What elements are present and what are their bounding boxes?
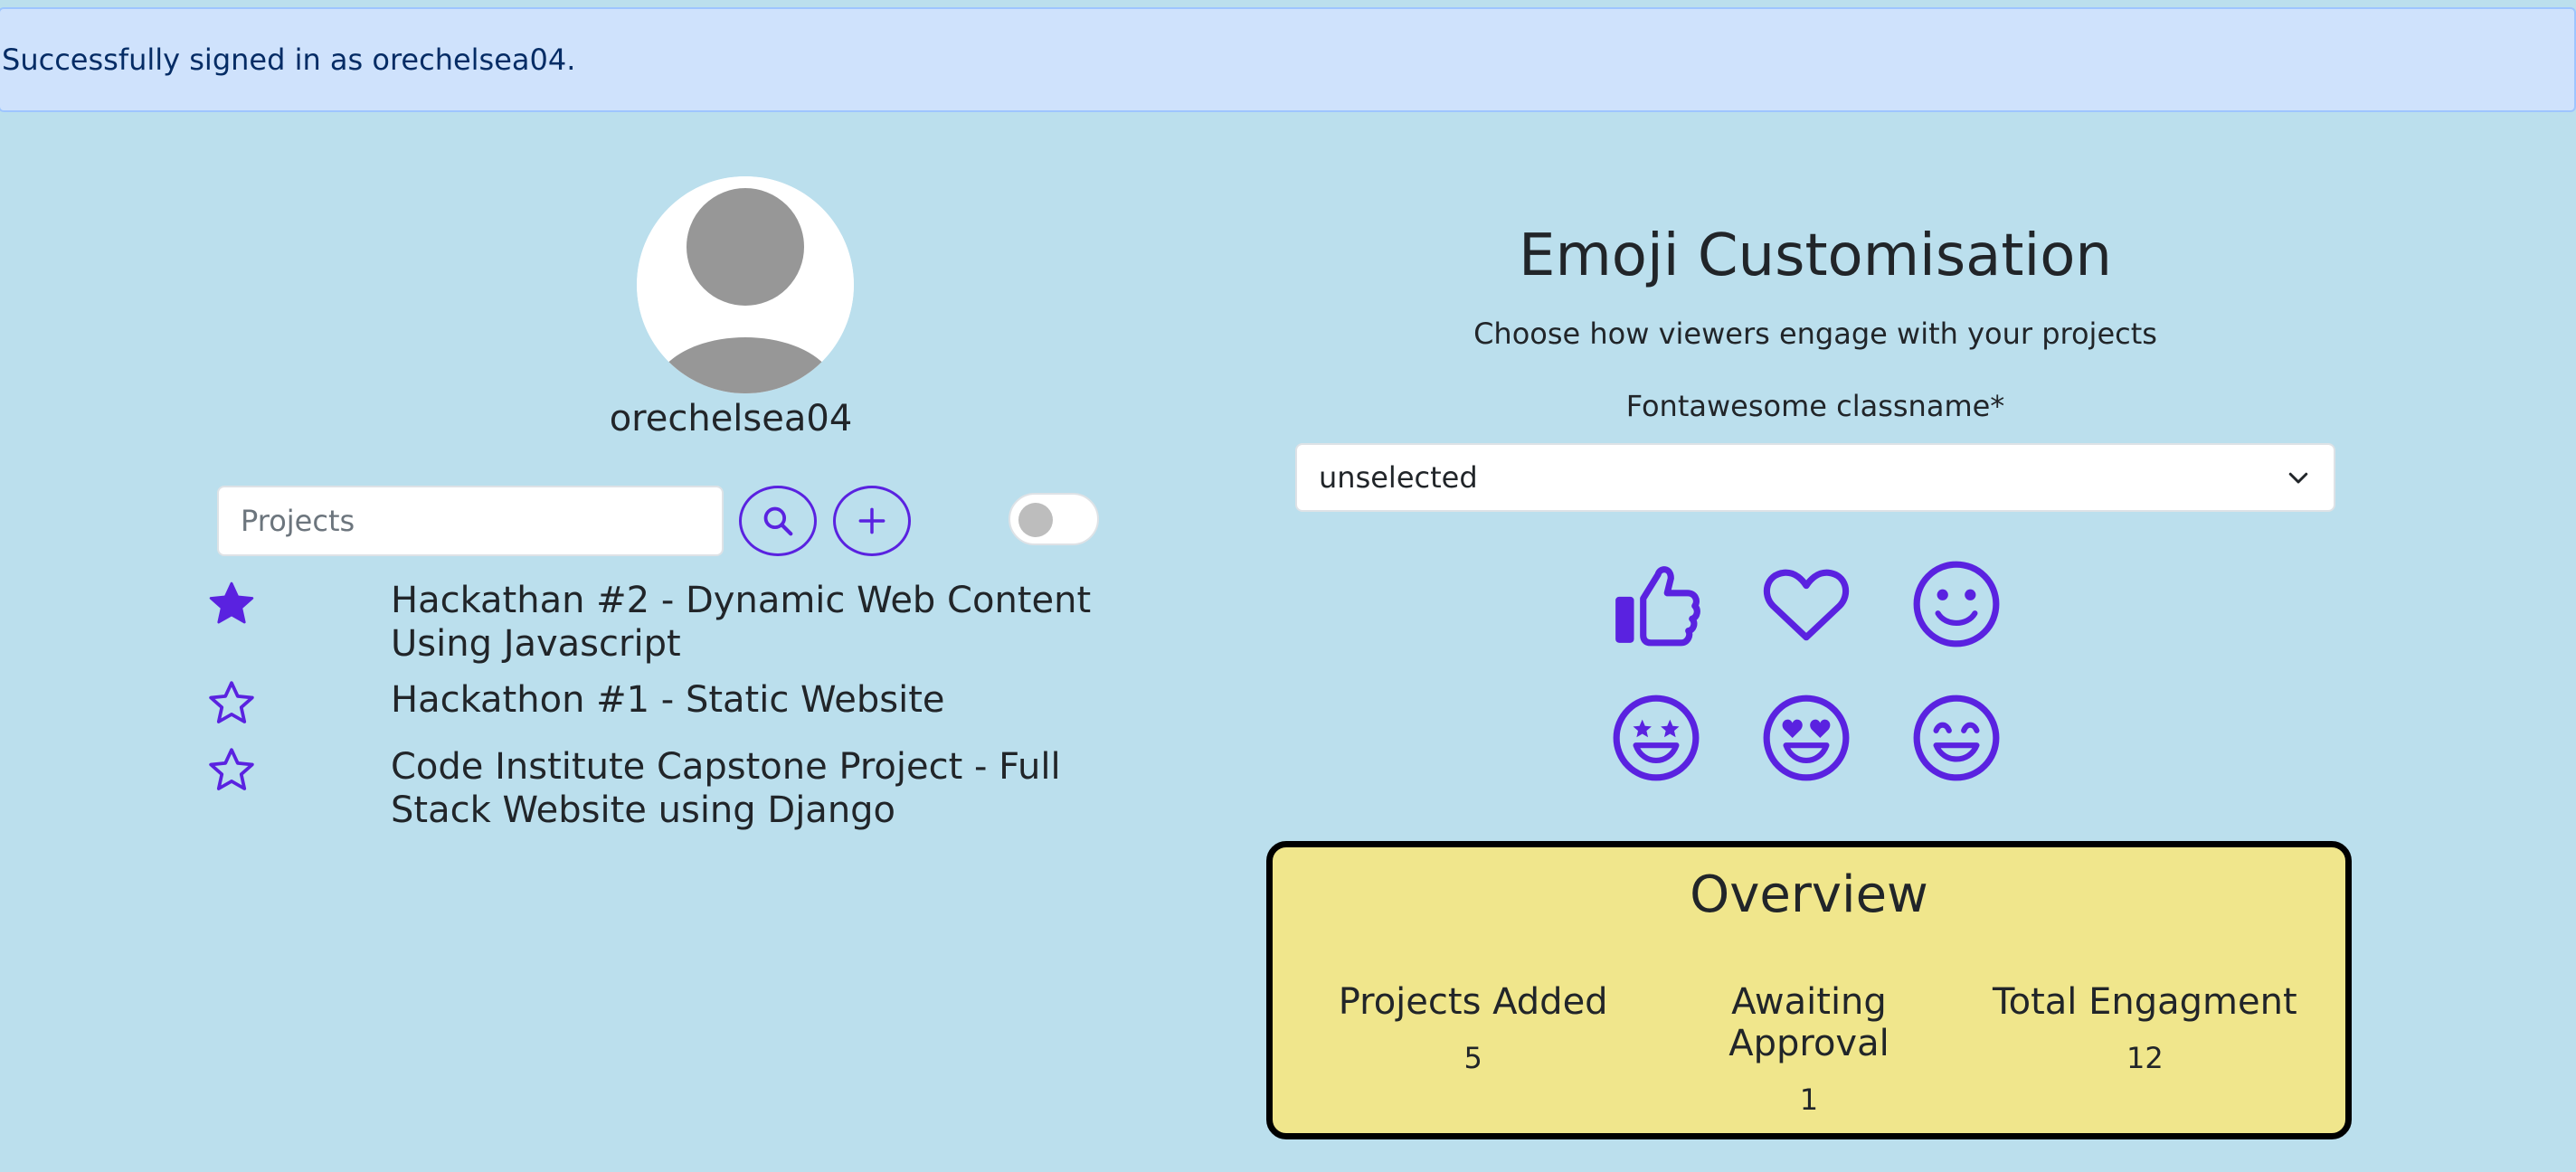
project-list: Hackathan #2 - Dynamic Web Content Using… — [206, 579, 1165, 845]
project-title[interactable]: Hackathan #2 - Dynamic Web Content Using… — [391, 580, 1092, 665]
thumbs-up-icon[interactable] — [1608, 556, 1704, 652]
stat-label: Awaiting Approval — [1728, 981, 1889, 1064]
search-button[interactable] — [739, 486, 817, 556]
star-outline-icon[interactable] — [206, 745, 264, 799]
list-item: Hackathan #2 - Dynamic Web Content Using… — [206, 579, 1165, 666]
add-project-button[interactable] — [833, 486, 911, 556]
stat-awaiting-approval: Awaiting Approval 1 — [1646, 981, 1972, 1117]
stat-value: 5 — [1463, 1041, 1482, 1075]
list-item: Hackathon #1 - Static Website — [206, 678, 1165, 732]
list-item: Code Institute Capstone Project - Full S… — [206, 745, 1165, 832]
chevron-down-icon — [2288, 472, 2308, 484]
project-title[interactable]: Hackathon #1 - Static Website — [391, 679, 945, 721]
toggle-switch[interactable] — [1009, 493, 1099, 545]
stat-label: Total Engagment — [1992, 981, 2297, 1023]
alert-message: Successfully signed in as orechelsea04. — [2, 43, 576, 77]
overview-stats: Projects Added 5 Awaiting Approval 1 Tot… — [1273, 981, 2345, 1117]
emoji-customisation-subtitle: Choose how viewers engage with your proj… — [1473, 317, 2157, 351]
stat-total-engagement: Total Engagment 12 — [1982, 981, 2307, 1117]
profile-username: orechelsea04 — [609, 398, 853, 440]
stat-label: Projects Added — [1338, 981, 1608, 1023]
classname-select[interactable]: unselected — [1295, 443, 2335, 512]
star-eyes-icon[interactable] — [1608, 690, 1704, 786]
star-filled-icon[interactable] — [206, 579, 264, 633]
classname-select-label: Fontawesome classname* — [1625, 389, 2005, 423]
plus-icon — [858, 507, 886, 534]
heart-icon[interactable] — [1758, 556, 1854, 652]
stat-value: 1 — [1799, 1082, 1819, 1117]
avatar — [637, 176, 854, 393]
star-outline-icon[interactable] — [206, 678, 264, 732]
emoji-customisation-title: Emoji Customisation — [1519, 222, 2112, 289]
emoji-options — [1608, 556, 2000, 786]
success-alert: Successfully signed in as orechelsea04. — [0, 7, 2576, 112]
user-silhouette-icon — [637, 176, 854, 393]
stat-projects-added: Projects Added 5 — [1311, 981, 1636, 1117]
stat-value: 12 — [2126, 1041, 2164, 1075]
grin-icon[interactable] — [1908, 690, 2004, 786]
overview-title: Overview — [1690, 865, 1928, 924]
project-title[interactable]: Code Institute Capstone Project - Full S… — [391, 746, 1061, 831]
overview-card: Overview Projects Added 5 Awaiting Appro… — [1266, 841, 2352, 1139]
classname-select-value: unselected — [1319, 460, 1478, 495]
toggle-knob — [1018, 503, 1053, 537]
heart-eyes-icon[interactable] — [1758, 690, 1854, 786]
project-search-input[interactable] — [217, 486, 724, 556]
smile-icon[interactable] — [1908, 556, 2004, 652]
search-icon — [763, 506, 793, 536]
